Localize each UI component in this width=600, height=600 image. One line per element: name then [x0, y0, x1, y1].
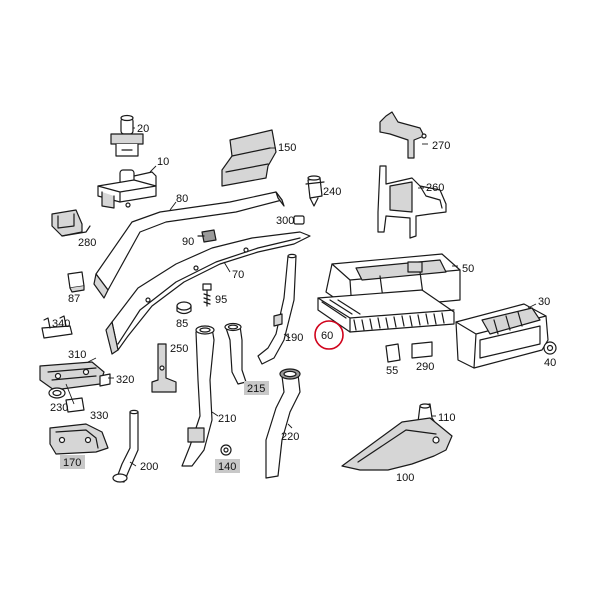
label-40: 40 [544, 357, 556, 369]
label-200: 200 [140, 461, 158, 473]
label-55: 55 [386, 365, 398, 377]
label-150: 150 [278, 142, 296, 154]
part-230-grommet[interactable] [48, 387, 66, 399]
label-30: 30 [538, 296, 550, 308]
part-330-pad[interactable] [65, 397, 85, 413]
part-240-fitting[interactable] [305, 175, 325, 207]
label-210: 210 [218, 413, 236, 425]
label-70: 70 [232, 269, 244, 281]
part-260-bracket[interactable] [377, 165, 447, 239]
part-320-screw[interactable] [99, 373, 111, 387]
part-215-hose[interactable] [224, 322, 247, 385]
leader-10 [149, 165, 157, 173]
part-55-clip[interactable] [385, 343, 401, 363]
label-87: 87 [68, 293, 80, 305]
leader-230-330 [65, 383, 75, 405]
part-87-clip[interactable] [67, 271, 85, 293]
part-20-valve[interactable] [110, 114, 144, 157]
part-90-clip[interactable] [197, 229, 217, 243]
part-220-hose[interactable] [265, 368, 301, 479]
label-60: 60 [321, 330, 333, 342]
label-100: 100 [396, 472, 414, 484]
leader-70 [223, 261, 231, 273]
part-80-air-duct[interactable] [93, 191, 285, 299]
label-50: 50 [462, 263, 474, 275]
label-140: 140 [218, 461, 236, 473]
label-box-140 [215, 459, 240, 473]
part-70-frame[interactable] [105, 231, 311, 355]
label-box-215 [244, 381, 269, 395]
part-200-pipe[interactable] [112, 409, 139, 483]
label-90: 90 [182, 236, 194, 248]
label-85: 85 [176, 318, 188, 330]
label-220: 220 [281, 431, 299, 443]
label-190: 190 [285, 332, 303, 344]
part-190-hose[interactable] [257, 253, 297, 365]
part-170-bracket[interactable] [49, 423, 109, 455]
label-300: 300 [276, 215, 294, 227]
leader-200 [129, 461, 137, 467]
part-340-bracket[interactable] [41, 315, 73, 339]
part-95-bolt[interactable] [202, 283, 212, 307]
label-170: 170 [63, 457, 81, 469]
label-110: 110 [438, 412, 456, 424]
label-260: 260 [426, 182, 444, 194]
part-270-bracket[interactable] [379, 111, 427, 159]
label-250: 250 [170, 343, 188, 355]
label-290: 290 [416, 361, 434, 373]
highlight-circle-60 [314, 320, 344, 350]
label-box-170 [60, 455, 85, 469]
label-330: 330 [90, 410, 108, 422]
part-140-clip[interactable] [220, 444, 232, 456]
part-150-cover[interactable] [221, 129, 277, 187]
leader-80 [169, 201, 177, 211]
label-10: 10 [157, 156, 169, 168]
label-310: 310 [68, 349, 86, 361]
part-30-filter-housing-lower[interactable] [455, 303, 549, 369]
part-210-hose[interactable] [181, 325, 215, 467]
part-60-air-filter-element[interactable] [317, 289, 455, 333]
label-270: 270 [432, 140, 450, 152]
leader-210 [211, 411, 219, 417]
label-80: 80 [176, 193, 188, 205]
leader-30 [527, 303, 537, 309]
part-10-valve-block[interactable] [97, 169, 157, 209]
part-85-grommet[interactable] [176, 301, 192, 315]
part-labels: 20 10 280 87 340 310 320 230 330 170 80 … [50, 123, 556, 484]
leader-190 [283, 333, 291, 339]
leader-310 [87, 357, 97, 363]
part-310-bracket[interactable] [39, 361, 105, 391]
part-280-clip[interactable] [51, 209, 91, 237]
leader-220 [287, 423, 293, 429]
label-230: 230 [50, 402, 68, 414]
label-280: 280 [78, 237, 96, 249]
part-250-bracket[interactable] [151, 343, 177, 393]
label-95: 95 [215, 294, 227, 306]
label-340: 340 [52, 318, 70, 330]
label-215: 215 [247, 383, 265, 395]
part-40-nut[interactable] [543, 341, 557, 355]
label-320: 320 [116, 374, 134, 386]
label-240: 240 [323, 186, 341, 198]
part-100-shield[interactable] [341, 417, 453, 471]
label-20: 20 [137, 123, 149, 135]
part-300-clip[interactable] [293, 215, 305, 225]
part-290-pad[interactable] [411, 341, 433, 359]
